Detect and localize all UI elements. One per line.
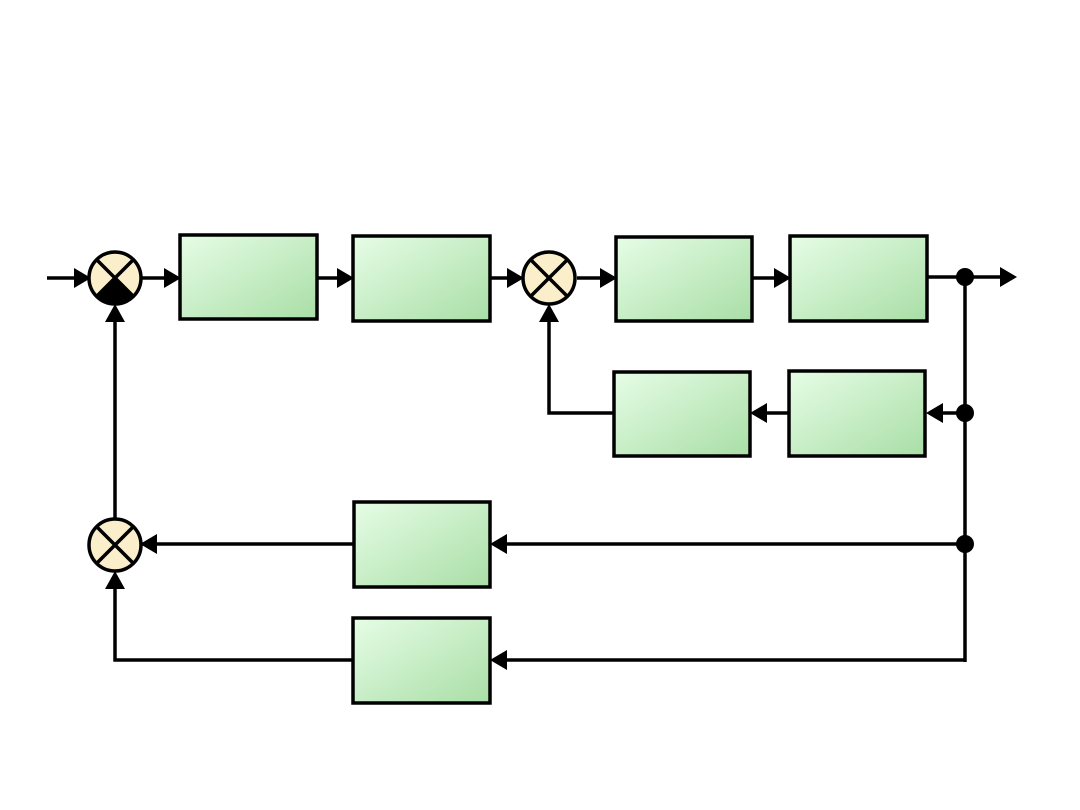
arrow-into-block4	[774, 268, 791, 288]
outer-feedback-branch-node	[956, 535, 974, 553]
branch-nodes	[956, 268, 974, 553]
arrow-into-outer-fb1	[490, 534, 507, 554]
feedback-summing-junction[interactable]	[87, 517, 143, 573]
forward-block-2[interactable]	[351, 234, 492, 323]
summing-junctions	[87, 250, 577, 573]
negative-quadrant-fill	[96, 278, 134, 305]
output-branch-node	[956, 268, 974, 286]
wire-outer-fb2-to-sum3	[113, 584, 353, 662]
forward-block-4[interactable]	[788, 234, 929, 323]
outer-feedback-block-2[interactable]	[351, 616, 492, 705]
arrow-into-outer-fb2	[490, 650, 507, 670]
outer-feedback-block-1[interactable]	[352, 500, 492, 589]
arrow-into-block2	[337, 268, 354, 288]
inner-feedback-block-2[interactable]	[787, 369, 927, 458]
inner-feedback-branch-node	[956, 404, 974, 422]
wire-inner-fb1-to-sum2	[547, 318, 615, 415]
arrow-into-sum2	[507, 268, 524, 288]
arrow-output	[1000, 267, 1017, 287]
arrow-into-sum3-right	[140, 534, 157, 554]
arrow-into-block3	[600, 268, 617, 288]
forward-block-3[interactable]	[614, 235, 754, 323]
arrow-into-inner-fb2	[926, 403, 943, 423]
forward-block-1[interactable]	[178, 233, 319, 321]
arrow-into-sum1	[74, 268, 91, 288]
arrowheads	[74, 267, 1017, 670]
blocks	[178, 233, 929, 705]
inner-feedback-block-1[interactable]	[612, 370, 752, 458]
connection-wires	[47, 275, 1004, 662]
arrow-into-inner-fb1	[750, 403, 767, 423]
arrow-into-block1	[164, 268, 181, 288]
arrow-into-sum1-bottom	[105, 304, 125, 322]
arrow-into-sum2-bottom	[539, 304, 559, 322]
arrow-into-sum3-bottom	[105, 571, 125, 589]
inner-summing-junction[interactable]	[521, 250, 577, 306]
main-summing-junction[interactable]	[87, 250, 143, 306]
